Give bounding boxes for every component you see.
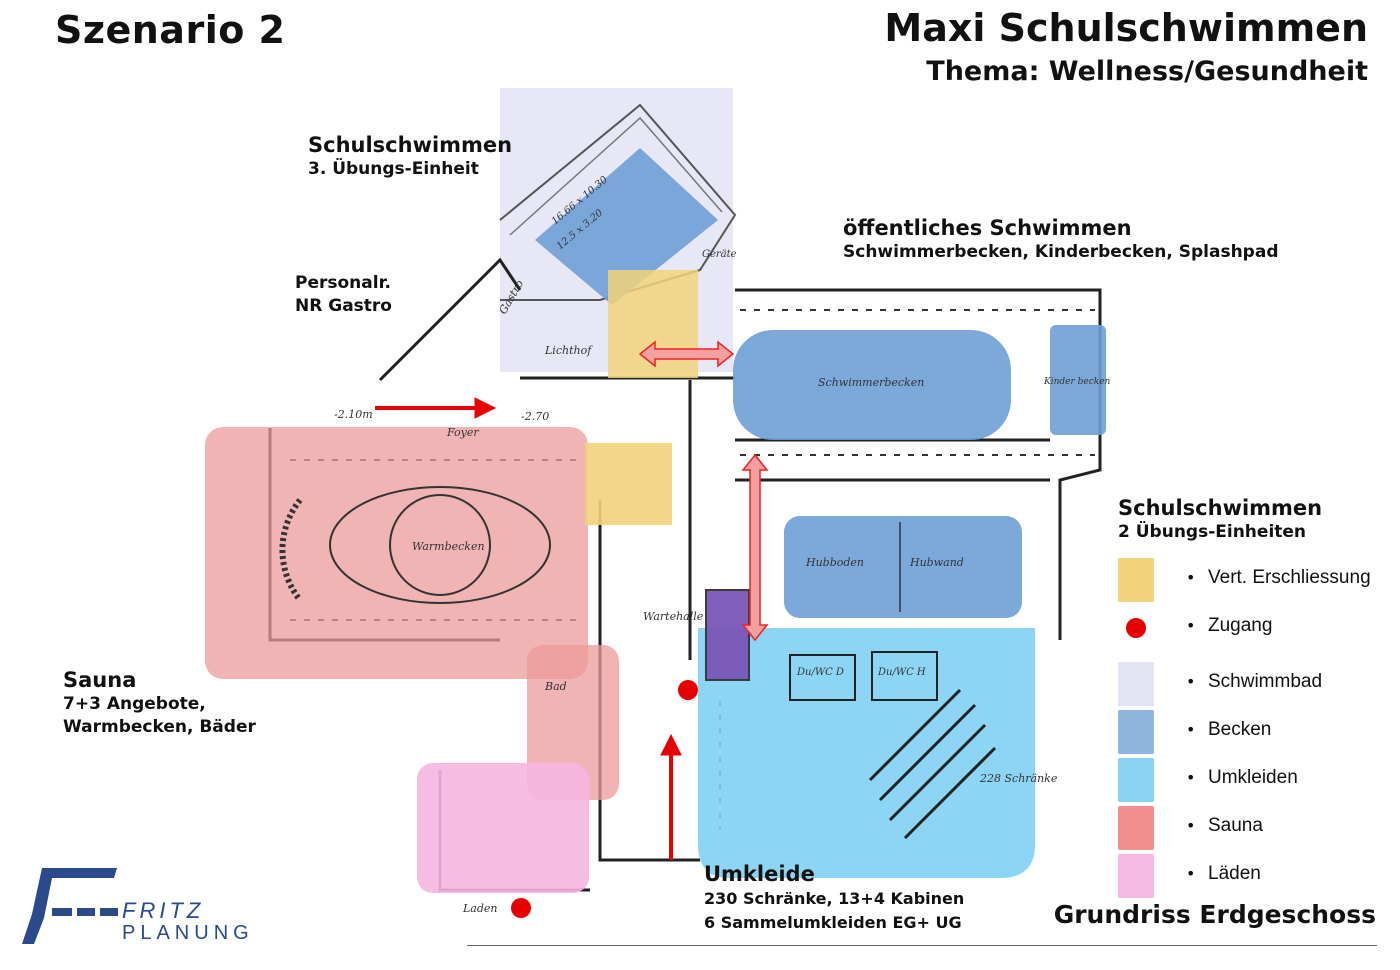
label-oeffentlich-title: öffentliches Schwimmen	[843, 216, 1132, 240]
note-hubboden: Hubboden	[805, 556, 864, 569]
label-schulschwimmen-top-title: Schulschwimmen	[308, 133, 513, 157]
label-sauna-line2: Warmbecken, Bäder	[63, 717, 256, 738]
label-umkleide-line1: 230 Schränke, 13+4 Kabinen	[704, 889, 965, 909]
legend-bullet: •	[1186, 864, 1196, 883]
legend-item-zugang: • Zugang	[1118, 606, 1398, 650]
label-schulschwimmen-top: Schulschwimmen 3. Übungs-Einheit	[308, 133, 512, 181]
zugang-dot-main	[678, 680, 698, 700]
pool-hall-outline	[499, 103, 737, 301]
legend-swatch-schwimmbad	[1118, 662, 1154, 706]
legend-swatch-umkleiden	[1118, 758, 1154, 802]
erschliessung-mid	[585, 443, 672, 525]
legend-item-schwimmbad: • Schwimmbad	[1118, 662, 1398, 706]
circulation-arrow-vertical	[741, 453, 769, 642]
note-geraete: Geräte	[702, 249, 737, 260]
laeden-zone	[417, 763, 589, 893]
note-foyer: Foyer	[446, 426, 479, 439]
label-personal-line1: Personalr.	[295, 273, 391, 293]
page-subtitle: Thema: Wellness/Gesundheit	[926, 56, 1368, 87]
schwimmerbecken	[733, 330, 1011, 440]
legend-item-erschliessung: • Vert. Erschliessung	[1118, 558, 1398, 602]
warmbecken-circle	[389, 494, 491, 596]
legend-label-umkleiden: Umkleiden	[1208, 767, 1298, 788]
warmbecken-outline	[329, 486, 551, 604]
label-sauna-title: Sauna	[63, 668, 137, 692]
entry-arrow-top	[375, 397, 497, 419]
entry-arrow-bottom	[660, 733, 682, 860]
legend-bullet: •	[1186, 672, 1196, 691]
legend-swatch-erschliessung	[1118, 558, 1154, 602]
legend-label-schwimmbad: Schwimmbad	[1208, 671, 1323, 692]
legend-item-laeden: • Läden	[1118, 854, 1398, 898]
note-schwimmerbecken: Schwimmerbecken	[818, 376, 924, 389]
legend-bullet: •	[1186, 720, 1196, 739]
legend-bullet: •	[1186, 816, 1196, 835]
note-bad: Bad	[544, 680, 567, 693]
legend-label-erschliessung: Vert. Erschliessung	[1208, 567, 1371, 588]
note-warmbecken: Warmbecken	[412, 540, 485, 553]
note-level1: -2.10m	[334, 408, 373, 421]
legend-label-laeden: Läden	[1208, 863, 1261, 884]
legend-bullet: •	[1186, 616, 1196, 635]
lift-box	[705, 589, 750, 681]
label-oeffentlich: öffentliches Schwimmen Schwimmerbecken, …	[843, 216, 1279, 264]
legend-item-becken: • Becken	[1118, 710, 1398, 754]
label-oeffentlich-sub: Schwimmerbecken, Kinderbecken, Splashpad	[843, 242, 1279, 263]
legend-label-sauna: Sauna	[1208, 815, 1263, 836]
sauna-zone	[205, 427, 588, 679]
note-laden: Laden	[462, 902, 498, 915]
bottom-divider	[467, 945, 1377, 946]
scenario-title: Szenario 2	[55, 8, 286, 52]
label-schulschwimmen-right: Schulschwimmen 2 Übungs-Einheiten	[1118, 496, 1322, 544]
legend-label-zugang: Zugang	[1208, 615, 1273, 636]
label-umkleide: Umkleide 230 Schränke, 13+4 Kabinen 6 Sa…	[704, 862, 964, 935]
legend-swatch-sauna	[1118, 806, 1154, 850]
note-dusche-h: Du/WC H	[877, 667, 926, 678]
note-hubwand: Hubwand	[909, 556, 964, 569]
page-title: Maxi Schulschwimmen	[884, 6, 1368, 50]
legend-bullet: •	[1186, 768, 1196, 787]
locker-rows	[868, 688, 997, 840]
note-lichthof: Lichthof	[544, 344, 593, 357]
zugang-dot-laden	[511, 898, 531, 918]
legend-swatch-becken	[1118, 710, 1154, 754]
legend-bullet: •	[1186, 568, 1196, 587]
dusche-d-box	[789, 654, 856, 701]
note-schraenke: 228 Schränke	[979, 772, 1058, 785]
note-wartehalle: Wartehalle	[643, 610, 704, 623]
fritz-logo-mark	[22, 868, 118, 944]
pool-hall-inner-outline	[509, 116, 723, 236]
label-personal-line2: NR Gastro	[295, 295, 392, 316]
note-kinderbecken: Kinder becken	[1043, 377, 1111, 387]
legend-dot-zugang	[1126, 618, 1146, 638]
circulation-arrow-horizontal	[638, 340, 735, 368]
label-umkleide-line2: 6 Sammelumkleiden EG+ UG	[704, 913, 962, 933]
legend-item-sauna: • Sauna	[1118, 806, 1398, 850]
kinderbecken	[1050, 325, 1106, 435]
fritz-planung-logo: FRITZ PLANUNG	[22, 868, 262, 948]
label-personal: Personalr. NR Gastro	[295, 272, 392, 318]
hubboden-becken	[784, 516, 1022, 618]
logo-text-planung: PLANUNG	[122, 922, 254, 944]
logo-text-fritz: FRITZ	[122, 898, 205, 923]
label-schulschwimmen-right-title: Schulschwimmen	[1118, 496, 1323, 520]
becken-top	[535, 148, 718, 305]
legend-swatch-laeden	[1118, 854, 1154, 898]
label-sauna-line1: 7+3 Angebote,	[63, 694, 206, 715]
label-sauna: Sauna 7+3 Angebote, Warmbecken, Bäder	[63, 668, 256, 739]
note-dusche-d: Du/WC D	[796, 667, 844, 678]
sauna-zone-bad	[527, 645, 619, 800]
label-umkleide-title: Umkleide	[704, 862, 815, 886]
label-schulschwimmen-right-sub: 2 Übungs-Einheiten	[1118, 522, 1307, 543]
dusche-h-box	[871, 651, 938, 701]
plan-title-erdgeschoss: Grundriss Erdgeschoss	[1053, 900, 1376, 929]
note-level2: -2.70	[521, 410, 549, 423]
legend-label-becken: Becken	[1208, 719, 1272, 740]
umkleiden-zone	[698, 628, 1035, 878]
label-schulschwimmen-top-sub: 3. Übungs-Einheit	[308, 159, 479, 180]
sauna-stairs	[279, 498, 303, 602]
legend-item-umkleiden: • Umkleiden	[1118, 758, 1398, 802]
